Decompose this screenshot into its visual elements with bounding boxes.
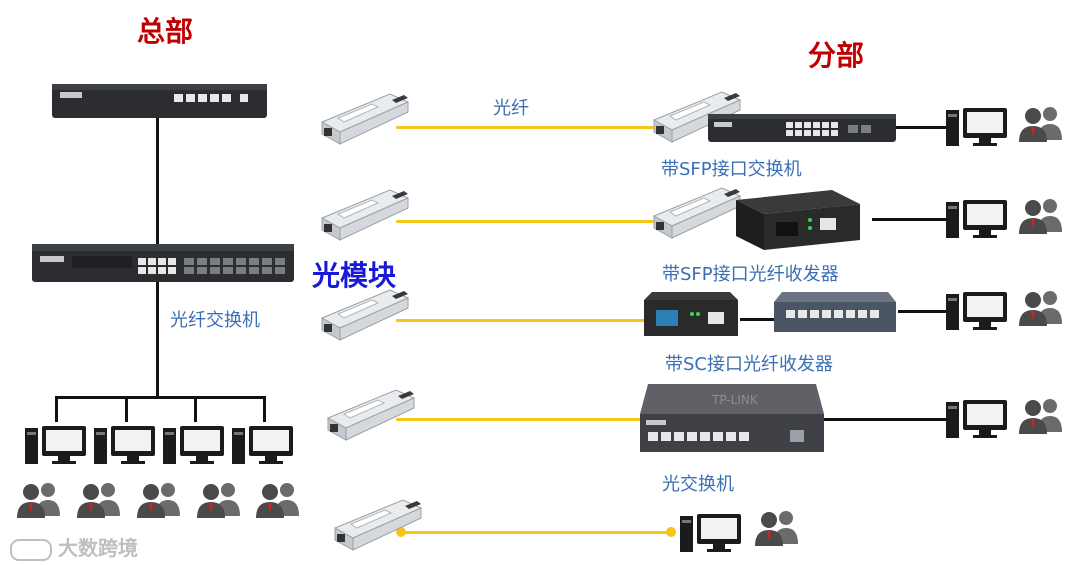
fiber-switch-icon: [32, 242, 294, 284]
fiber-label: 光纤: [493, 98, 529, 119]
users-icon: [1016, 196, 1068, 236]
fiber-end-dot: [666, 527, 676, 537]
fiber-line: [396, 220, 654, 223]
ethernet-wire: [898, 310, 946, 313]
pc-icon: [680, 512, 742, 554]
hq-router-icon: [52, 82, 267, 122]
hq-distribution-wire: [55, 396, 265, 399]
fiber-end-dot: [396, 527, 406, 537]
sc-converter-icon: [642, 288, 740, 338]
pc-icon: [946, 198, 1008, 240]
pc-icon: [94, 424, 156, 466]
hq-drop-wire: [125, 396, 128, 422]
optical-switch-icon: TP-LINK: [640, 384, 824, 454]
pc-icon: [25, 424, 87, 466]
module-label: 光模块: [312, 259, 397, 292]
ethernet-wire: [872, 218, 946, 221]
sfp-module-icon: [312, 88, 412, 148]
fiber-line: [396, 319, 650, 322]
watermark-text: 大数跨境: [58, 536, 138, 560]
pc-icon: [232, 424, 294, 466]
users-icon: [134, 480, 186, 520]
sfp-module-icon: [312, 284, 412, 344]
watermark-logo-icon: [10, 538, 52, 561]
sfp-module-icon: [318, 384, 418, 444]
sfp-module-icon: [644, 182, 744, 242]
branch-title: 分部: [808, 39, 865, 72]
hq-drop-wire: [55, 396, 58, 422]
pc-icon: [946, 398, 1008, 440]
pc-icon: [163, 424, 225, 466]
sfp-converter-icon: [736, 186, 862, 252]
sfp-module-icon: [644, 86, 744, 146]
ethernet-wire: [824, 418, 946, 421]
ethernet-wire: [896, 126, 946, 129]
users-icon: [194, 480, 246, 520]
fiber-switch-label: 光纤交换机: [170, 310, 260, 331]
optical-switch-label: 光交换机: [662, 474, 734, 495]
users-icon: [74, 480, 126, 520]
users-icon: [253, 480, 305, 520]
sc-converter-label: 带SC接口光纤收发器: [665, 354, 833, 375]
hq-drop-wire: [194, 396, 197, 422]
fiber-line: [400, 531, 676, 534]
watermark: 大数跨境: [10, 532, 138, 561]
users-icon: [1016, 396, 1068, 436]
fiber-line: [396, 418, 646, 421]
ethernet-wire: [740, 318, 774, 321]
users-icon: [1016, 104, 1068, 144]
optical-switch-brand: TP-LINK: [711, 393, 759, 407]
users-icon: [752, 508, 804, 548]
pc-icon: [946, 290, 1008, 332]
sfp-module-icon: [312, 184, 412, 244]
unmanaged-switch-icon: [772, 290, 898, 334]
sfp-switch-icon: [708, 112, 896, 144]
sfp-module-icon: [325, 494, 425, 554]
pc-icon: [946, 106, 1008, 148]
sfp-switch-label: 带SFP接口交换机: [661, 159, 802, 180]
fiber-line: [396, 126, 654, 129]
users-icon: [1016, 288, 1068, 328]
hq-drop-wire: [263, 396, 266, 422]
users-icon: [14, 480, 66, 520]
hq-title: 总部: [137, 15, 194, 48]
sfp-converter-label: 带SFP接口光纤收发器: [662, 264, 839, 285]
